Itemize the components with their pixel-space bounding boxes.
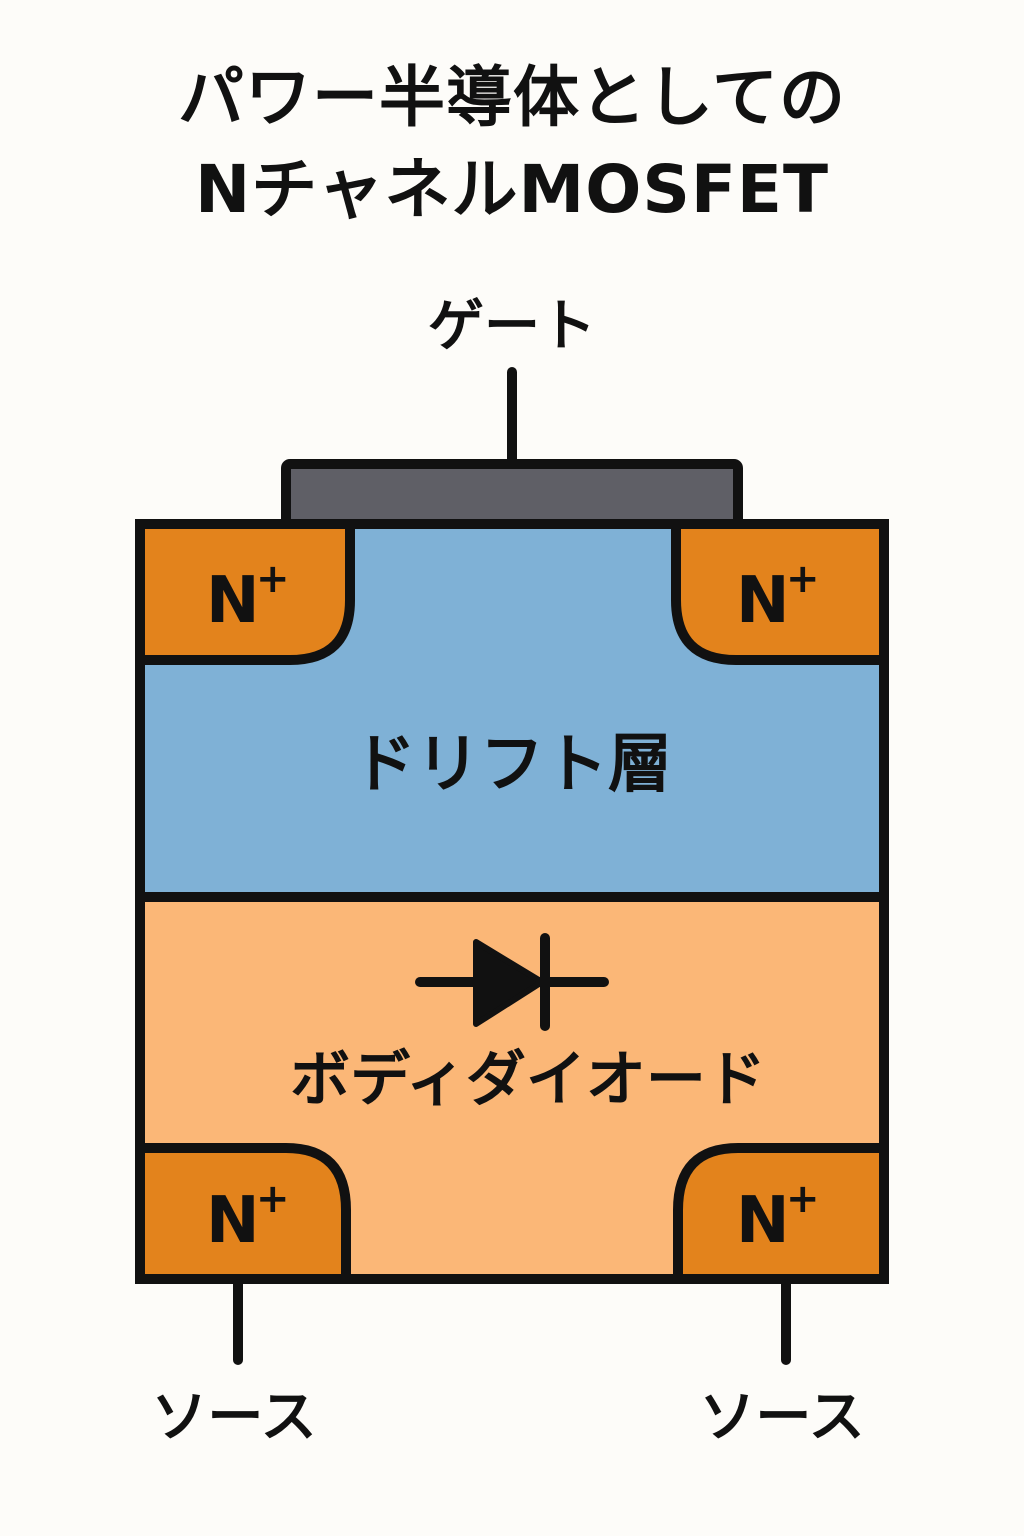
n-plus-label-main: N [206,1184,260,1258]
source-label-right: ソース [699,1385,864,1450]
device-outline [135,519,889,1284]
diagram-title: パワー半導体としての NチャネルMOSFET [0,52,1024,236]
n-plus-label-main: N [736,564,790,638]
n-plus-label-sup: + [256,1176,290,1222]
n-plus-label-sup: + [786,556,820,602]
n-plus-label-main: N [206,564,260,638]
title-line-1: パワー半導体としての [177,59,847,136]
n-plus-region-top-right [671,519,889,665]
n-plus-label-sup: + [786,1176,820,1222]
n-plus-label-bottom-left: N + [206,1176,290,1258]
drift-layer-label: ドリフト層 [352,728,672,802]
gate-label: ゲート [428,294,596,359]
gate-electrode [281,459,743,531]
source-label-left: ソース [151,1385,316,1450]
n-plus-label-top-left: N + [206,556,290,638]
n-plus-label-bottom-right: N + [736,1176,820,1258]
n-plus-region-bottom-left [135,1143,351,1284]
n-plus-region-top-left [135,519,355,665]
n-plus-region-bottom-right [673,1143,889,1284]
title-line-2: NチャネルMOSFET [194,151,830,228]
body-diode-label: ボディダイオード [290,1045,766,1115]
n-plus-label-sup: + [256,556,290,602]
n-plus-label-top-right: N + [736,556,820,638]
n-plus-label-main: N [736,1184,790,1258]
diode-icon [415,933,609,1031]
